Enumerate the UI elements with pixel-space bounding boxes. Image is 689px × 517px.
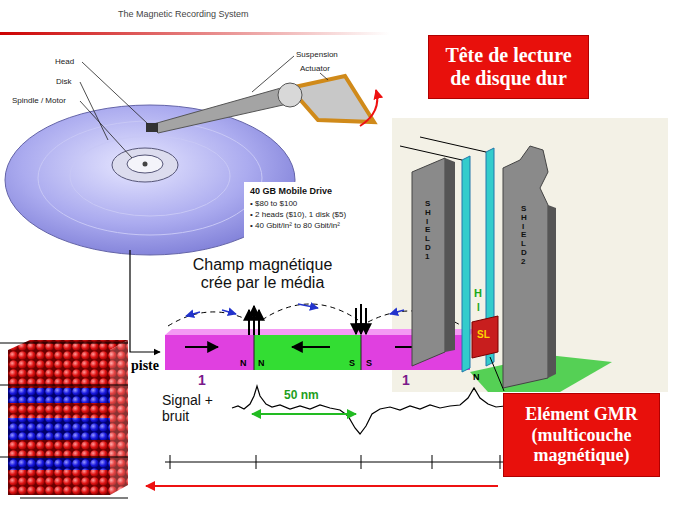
part-name: Head — [55, 57, 74, 66]
domain-wall — [361, 335, 362, 370]
stray-field-arrow — [248, 310, 250, 335]
layer-line — [0, 343, 128, 344]
axis-tick — [361, 455, 362, 469]
disk-track-ring — [38, 121, 262, 235]
multilayer-red-layer — [8, 470, 110, 495]
shield-name: SHIELD 1 — [425, 200, 429, 262]
pole-letter: N — [258, 358, 265, 368]
actuator-frame — [290, 76, 374, 122]
box-text: Tête de lecture de disque dur — [433, 44, 584, 90]
axis-tick — [256, 455, 257, 469]
stray-field-arrow — [258, 310, 260, 335]
layer-symbol: SL — [477, 329, 490, 341]
magnetization-arrow — [292, 346, 330, 348]
axis-tick — [500, 455, 501, 469]
shield-2 — [503, 146, 548, 388]
field-arrow — [186, 312, 200, 316]
signal-name: Signal + bruit — [162, 392, 228, 424]
suspension-arm — [150, 86, 292, 133]
pole-letter: N — [240, 358, 247, 368]
callout-box: Elément GMR (multicouche magnétique) — [503, 393, 660, 477]
field-line — [262, 304, 358, 320]
multilayer-blue-layer — [8, 418, 110, 440]
track-domain — [165, 335, 254, 370]
field-arrow — [390, 310, 404, 314]
disk-track-ring — [70, 136, 230, 216]
pole-letter: S — [366, 358, 372, 368]
dimension-arrow — [252, 413, 356, 415]
spec-heading: 40 GB Mobile Drive — [250, 186, 332, 196]
time-axis — [165, 462, 505, 463]
field-arrow — [298, 304, 318, 308]
leader-line — [320, 73, 328, 80]
multilayer-red-layer — [8, 403, 110, 418]
head-ground — [392, 118, 668, 392]
diagram-title: The Magnetic Recording System — [118, 9, 249, 19]
stray-field-arrow — [360, 304, 362, 334]
leader-line — [82, 62, 148, 124]
multilayer-top — [8, 340, 128, 350]
gmr-element — [472, 316, 498, 358]
read-head — [146, 123, 158, 132]
pole-letter: S — [349, 358, 355, 368]
leader-line — [80, 82, 108, 140]
layer-line — [20, 498, 128, 499]
spindle — [112, 148, 178, 182]
gmr-leader — [490, 357, 504, 391]
shield-2-side — [548, 205, 556, 378]
layer-line — [0, 385, 128, 386]
spindle-hub — [127, 155, 163, 173]
stray-field-arrow — [253, 306, 255, 335]
current-symbol: I — [477, 302, 480, 314]
title-box: Tête de lecture de disque dur — [428, 35, 589, 99]
shield-name: SHIELD 2 — [521, 205, 525, 267]
spindle-axis — [143, 162, 148, 167]
actuator-pivot — [278, 83, 302, 107]
field-line — [168, 312, 252, 326]
leader-line — [420, 137, 486, 152]
multilayer-blue-layer — [8, 458, 110, 470]
domain-wall — [254, 335, 255, 370]
bit-value: 1 — [198, 372, 206, 388]
part-name: Actuator — [300, 64, 330, 73]
track-domain — [254, 335, 361, 370]
part-name: Spindle / Motor — [12, 96, 66, 105]
title-rule — [0, 32, 390, 35]
gap-layer — [462, 156, 470, 372]
field-arrow — [222, 310, 236, 314]
track-name: piste — [131, 358, 159, 374]
part-name: Suspension — [296, 50, 338, 59]
field-symbol: H — [474, 287, 482, 300]
zoom-arrow — [146, 485, 498, 487]
track-pointer — [130, 250, 160, 352]
actuator-motion-arrow — [360, 90, 377, 126]
pole-letter: N — [473, 372, 480, 382]
leader-line — [80, 101, 132, 158]
bit-value: 1 — [402, 372, 410, 388]
stray-field-arrow — [365, 308, 367, 334]
spec-panel — [244, 182, 394, 238]
spec-item: • 40 Gbit/in² to 80 Gbit/in² — [250, 221, 340, 230]
multilayer-red-layer — [8, 440, 110, 458]
signal-trace — [232, 386, 505, 434]
multilayer-side — [110, 340, 128, 495]
leader-line — [400, 146, 462, 160]
spec-item: • $80 to $100 — [250, 199, 297, 208]
dimension: 50 nm — [282, 389, 321, 403]
multilayer-red-layer — [8, 350, 110, 388]
stray-field-arrow — [355, 308, 357, 334]
shield-1-side — [445, 158, 455, 352]
axis-tick — [432, 455, 433, 469]
box-text: Elément GMR (multicouche magnétique) — [508, 404, 655, 466]
layer-line — [0, 457, 128, 458]
axis-tick — [170, 455, 171, 469]
leader-line — [252, 56, 294, 92]
spec-item: • 2 heads ($10), 1 disk ($5) — [250, 210, 346, 219]
multilayer-blue-layer — [8, 388, 110, 403]
magnetization-arrow — [185, 346, 218, 348]
part-name: Disk — [56, 77, 72, 86]
shield-1 — [412, 158, 445, 366]
field-caption: Champ magnétique crée par le média — [180, 256, 345, 293]
